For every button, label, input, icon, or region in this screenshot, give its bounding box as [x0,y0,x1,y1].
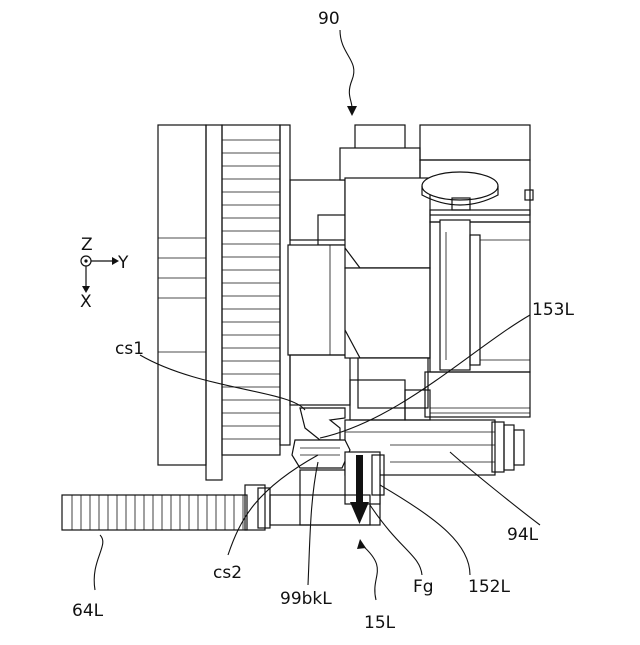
axis-x-label: X [80,292,92,312]
label-153L: 153L [532,300,574,320]
label-cs1: cs1 [115,339,144,359]
label-152L: 152L [468,577,510,597]
axis-y-label: Y [117,253,129,273]
rack-64L [62,485,270,530]
label-99bkL: 99bkL [280,589,332,609]
label-Fg: Fg [413,577,434,597]
large-gear [206,125,290,480]
upper-body-90 [340,125,530,420]
label-cs2: cs2 [213,563,242,583]
central-housing [288,180,350,405]
label-94L: 94L [507,525,539,545]
label-64L: 64L [72,601,104,621]
axis-z-label: Z [81,235,93,255]
label-15L: 15L [364,613,396,633]
axis-indicator [81,256,119,293]
left-frame-plate [158,125,206,465]
right-disc [425,220,530,417]
label-90: 90 [318,9,340,29]
